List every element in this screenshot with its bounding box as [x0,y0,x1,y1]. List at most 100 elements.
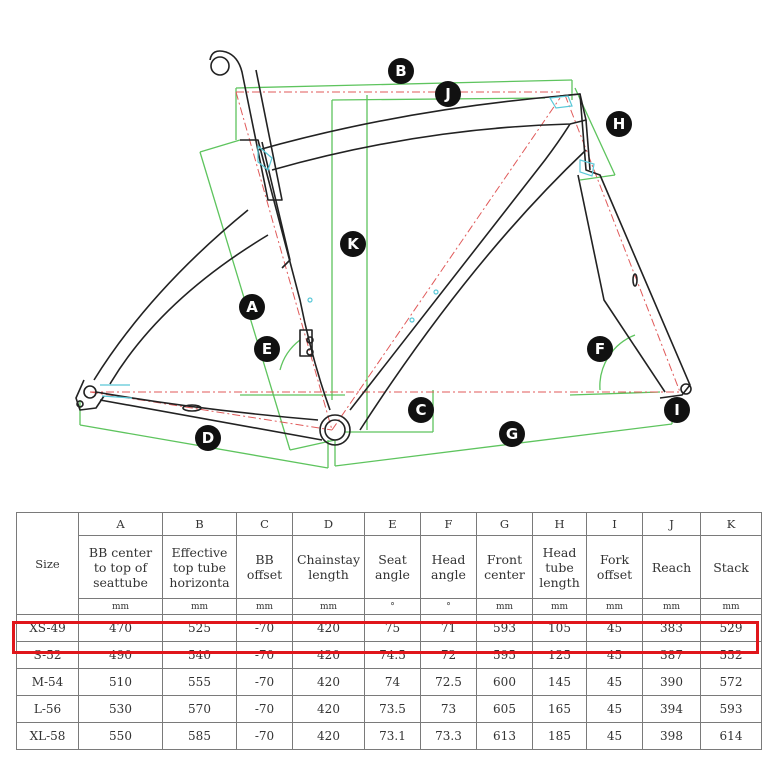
column-header-line: length [539,574,580,590]
column-header-line: Head [542,544,577,560]
value-cell: 72.5 [420,668,477,696]
column-header-line: Seat [378,552,407,567]
size-header: Size [16,512,79,615]
column-letter: G [476,512,533,536]
size-cell: L-56 [16,695,79,723]
svg-text:D: D [202,429,214,447]
value-cell: 75 [364,614,421,642]
unit-cell: mm [292,598,365,615]
svg-text:K: K [347,235,360,253]
column-letter: C [236,512,293,536]
svg-text:A: A [246,298,258,316]
svg-text:C: C [415,401,426,419]
column-header-line: center [484,567,525,582]
value-cell: 614 [700,722,762,750]
value-cell: 525 [162,614,237,642]
column-header-line: BB [255,552,274,567]
value-cell: 600 [476,668,533,696]
column-header-line: top tube [173,559,226,575]
frame-geometry-diagram: A B C D E F G H I J K [75,50,692,469]
column-header-line: horizonta [169,574,230,590]
value-cell: 390 [642,668,701,696]
value-cell: 383 [642,614,701,642]
value-cell: 585 [162,722,237,750]
column-header-line: Reach [651,559,692,575]
svg-text:I: I [674,401,680,419]
marker-k: K [340,231,366,257]
marker-j: J [435,81,461,107]
column-header-line: to top of [93,559,148,575]
marker-f: F [587,336,613,362]
value-cell: 45 [586,695,643,723]
size-cell: XS-49 [16,614,79,642]
value-cell: 125 [532,641,587,669]
value-cell: 73.1 [364,722,421,750]
value-cell: 185 [532,722,587,750]
centerlines [89,91,681,431]
column-header: Reach [642,535,701,599]
value-cell: 555 [162,668,237,696]
value-cell: 74.5 [364,641,421,669]
unit-cell: mm [700,598,762,615]
unit-cell: mm [78,598,163,615]
column-header-line: BB center [88,544,153,560]
value-cell: 394 [642,695,701,723]
value-cell: -70 [236,695,293,723]
column-header-line: offset [246,567,283,582]
svg-text:E: E [262,340,272,358]
value-cell: 105 [532,614,587,642]
frame-accents [100,95,595,399]
column-letter: I [586,512,643,536]
marker-h: H [606,111,632,137]
size-cell: XL-58 [16,722,79,750]
column-letter: J [642,512,701,536]
value-cell: 420 [292,614,365,642]
value-cell: 387 [642,641,701,669]
value-cell: 552 [700,641,762,669]
value-cell: 74 [364,668,421,696]
value-cell: 73.5 [364,695,421,723]
unit-cell: mm [476,598,533,615]
column-letter: B [162,512,237,536]
svg-text:G: G [506,425,518,443]
value-cell: 490 [78,641,163,669]
column-header-line: Head [431,552,466,567]
column-header-line: Chainstay [296,552,361,567]
unit-cell: mm [642,598,701,615]
column-header-line: angle [375,567,410,582]
column-header-line: offset [596,567,633,582]
value-cell: 420 [292,641,365,669]
column-header-line: tube [545,559,574,575]
value-cell: -70 [236,722,293,750]
value-cell: 593 [476,614,533,642]
bike-frame [75,50,692,446]
value-cell: 540 [162,641,237,669]
column-header: Stack [700,535,762,599]
column-header-line: Fork [599,552,630,567]
value-cell: 613 [476,722,533,750]
value-cell: 570 [162,695,237,723]
marker-a: A [239,294,265,320]
value-cell: 71 [420,614,477,642]
value-cell: 45 [586,641,643,669]
value-cell: 45 [586,668,643,696]
column-letter: A [78,512,163,536]
marker-i: I [664,397,690,423]
value-cell: 420 [292,722,365,750]
svg-text:H: H [613,115,626,133]
value-cell: 470 [78,614,163,642]
